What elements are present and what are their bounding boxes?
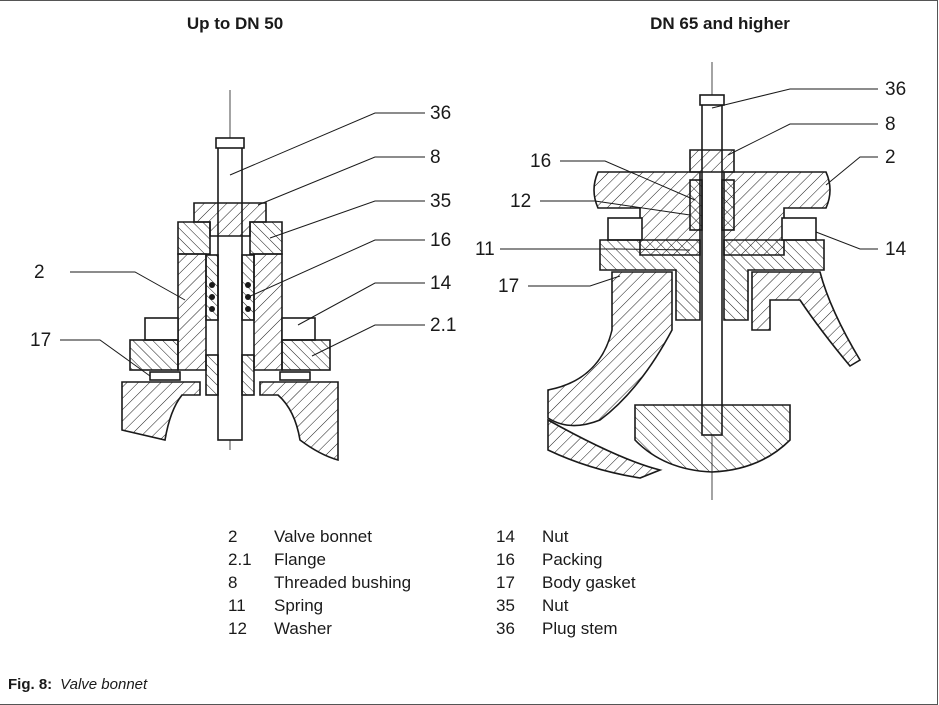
legend-num: 16 xyxy=(496,550,515,569)
leaders-right xyxy=(500,88,878,287)
legend-left: 2 Valve bonnet 2.1 Flange 8 Threaded bushin… xyxy=(228,525,411,640)
plug-seat-right xyxy=(634,404,791,473)
body-left-b xyxy=(259,381,339,462)
legend-num: 11 xyxy=(228,596,246,615)
valve-bonnet-left-b xyxy=(253,253,283,371)
leaders-left xyxy=(60,112,425,377)
legend-num: 12 xyxy=(228,619,247,638)
legend-num: 14 xyxy=(496,527,515,546)
title-dn65-and-higher: DN 65 and higher xyxy=(650,14,790,33)
legend-item: 14 Nut xyxy=(496,525,636,548)
nut-14-right-b xyxy=(781,217,817,241)
legend-item: 11 Spring xyxy=(228,594,411,617)
legend-label: Nut xyxy=(542,596,569,615)
spring-coils-left xyxy=(209,282,251,312)
callout-right-2: 2 xyxy=(885,147,896,168)
legend-label: Plug stem xyxy=(542,619,618,638)
callout-right-16: 16 xyxy=(530,151,551,172)
legend-label: Flange xyxy=(274,550,326,569)
legend-item: 2.1 Flange xyxy=(228,548,411,571)
legend-label: Threaded bushing xyxy=(274,573,412,592)
nut-14-left-a xyxy=(144,317,179,341)
packing-right-b xyxy=(721,179,735,231)
legend-item: 36 Plug stem xyxy=(496,617,636,640)
legend-item: 8 Threaded bushing xyxy=(228,571,411,594)
legend-num: 8 xyxy=(228,573,238,592)
nut-14-left-b xyxy=(281,317,316,341)
legend-label: Packing xyxy=(542,550,603,569)
flange-left-a xyxy=(129,339,179,371)
callout-left-2-1: 2.1 xyxy=(430,315,456,336)
threaded-bushing-right xyxy=(689,149,735,173)
figure-caption: Fig. 8: Valve bonnet xyxy=(8,676,147,693)
legend-num: 2 xyxy=(228,527,238,546)
legend-num: 35 xyxy=(496,596,515,615)
callout-right-8: 8 xyxy=(885,114,896,135)
callout-left-17: 17 xyxy=(30,330,51,351)
nut-35-left-a xyxy=(177,221,211,255)
legend-item: 16 Packing xyxy=(496,548,636,571)
callout-right-11: 11 xyxy=(475,239,495,260)
packing-right-a xyxy=(689,179,703,231)
callout-right-12: 12 xyxy=(510,191,531,212)
legend-num: 36 xyxy=(496,619,515,638)
nut-35-left-b xyxy=(249,221,283,255)
body-gasket-left xyxy=(149,371,181,381)
legend-item: 17 Body gasket xyxy=(496,571,636,594)
bonnet-flange-right-a xyxy=(599,239,701,321)
legend-label: Nut xyxy=(542,527,569,546)
callout-left-2: 2 xyxy=(34,262,45,283)
legend-label: Washer xyxy=(274,619,332,638)
callout-left-14: 14 xyxy=(430,273,452,294)
figure-number: Fig. 8: xyxy=(8,676,53,693)
legend-label: Body gasket xyxy=(542,573,636,592)
drawing-left xyxy=(60,90,425,462)
bonnet-flange-right-b xyxy=(723,239,825,321)
body-right-b xyxy=(751,271,862,368)
flange-left-b xyxy=(281,339,331,371)
title-up-to-dn50: Up to DN 50 xyxy=(186,14,284,33)
nut-14-right-a xyxy=(607,217,643,241)
legend-item: 12 Washer xyxy=(228,617,411,640)
legend-item: 2 Valve bonnet xyxy=(228,525,411,548)
legend-num: 17 xyxy=(496,573,515,592)
callout-left-8: 8 xyxy=(430,147,441,168)
legend-label: Valve bonnet xyxy=(274,527,372,546)
callout-right-17: 17 xyxy=(498,276,519,297)
plug-stem-left xyxy=(217,139,243,441)
callout-left-35: 35 xyxy=(430,191,451,212)
valve-bonnet-left-a xyxy=(177,253,207,371)
callout-left-16: 16 xyxy=(430,230,451,251)
drawing-right xyxy=(500,62,878,500)
legend-num: 2.1 xyxy=(228,550,252,569)
legend-item: 35 Nut xyxy=(496,594,636,617)
figure-title: Valve bonnet xyxy=(60,676,148,693)
body-left-a xyxy=(121,381,201,441)
body-right-a xyxy=(547,271,673,427)
callout-right-14: 14 xyxy=(885,239,907,260)
callout-left-36: 36 xyxy=(430,103,451,124)
legend-label: Spring xyxy=(274,596,324,615)
callout-right-36: 36 xyxy=(885,79,906,100)
